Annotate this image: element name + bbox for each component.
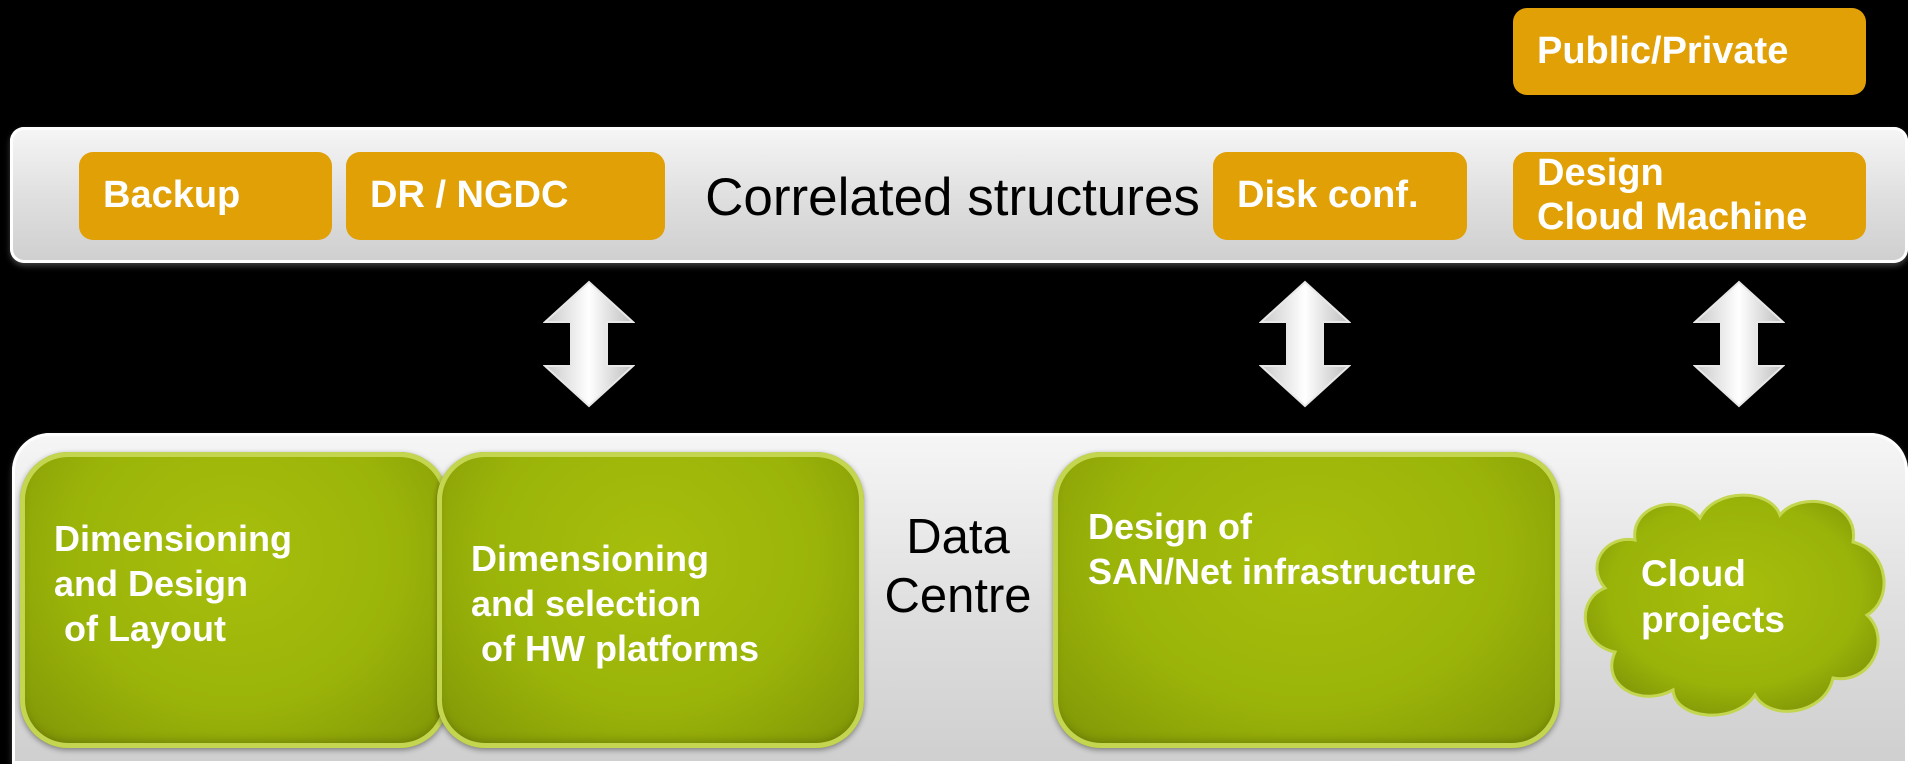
design-cloud-machine-tag: Design Cloud Machine <box>1513 152 1866 240</box>
backup-tag: Backup <box>79 152 332 240</box>
layout-design-box: Dimensioning and Design of Layout <box>20 452 448 748</box>
disk-conf-tag: Disk conf. <box>1213 152 1467 240</box>
correlated-structures-title: Correlated structures <box>705 168 1200 227</box>
double-arrow-icon <box>1693 280 1785 408</box>
public-private-tag: Public/Private <box>1513 8 1866 95</box>
san-net-box: Design of SAN/Net infrastructure <box>1053 452 1560 748</box>
double-arrow-icon <box>1259 280 1351 408</box>
cloud-projects-label: Cloud projects <box>1641 553 1785 641</box>
hw-platforms-box: Dimensioning and selection of HW platfor… <box>437 452 864 748</box>
cloud-shape-icon <box>1583 493 1886 717</box>
double-arrow-icon <box>543 280 635 408</box>
dr-ngdc-tag: DR / NGDC <box>346 152 665 240</box>
data-centre-title: Data Centre <box>884 510 1032 623</box>
